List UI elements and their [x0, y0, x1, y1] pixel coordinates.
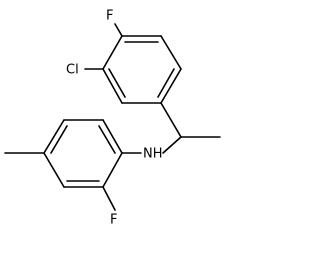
bond-ring1-c5-c6 [102, 68, 123, 104]
bond-ring1-c3-c4 [160, 68, 182, 104]
molecule-structure: F Cl NH F [4, 9, 221, 228]
lower-benzene-ring [43, 119, 123, 188]
atom-label-chlorine: Cl [66, 63, 79, 78]
bond-ring1-c3-c4-inner [157, 68, 175, 98]
bond-c-f-top [114, 23, 123, 37]
bond-ring2-c3-c4 [43, 119, 65, 154]
bond-ring1-c2-c3 [160, 35, 182, 70]
bond-ring1-c6-c1 [102, 35, 123, 70]
bond-ring2-c1-c2 [102, 119, 123, 154]
bond-ring2-c6-c1 [102, 152, 123, 188]
atom-label-fluorine-top: F [106, 9, 113, 24]
bond-ring1-c5-c6-inner [108, 68, 126, 98]
bond-c-f-bottom [102, 186, 116, 211]
atom-label-fluorine-bottom: F [110, 213, 117, 228]
bond-ring2-c1-c2-inner [98, 125, 116, 154]
upper-benzene-ring [102, 35, 182, 104]
bond-ring2-c4-c5 [43, 152, 65, 188]
atom-label-amine: NH [143, 147, 163, 162]
bond-ring2-c3-c4-inner [50, 125, 68, 154]
bond-ch-to-nh [162, 136, 182, 154]
bond-ring1-to-ch [160, 102, 182, 138]
